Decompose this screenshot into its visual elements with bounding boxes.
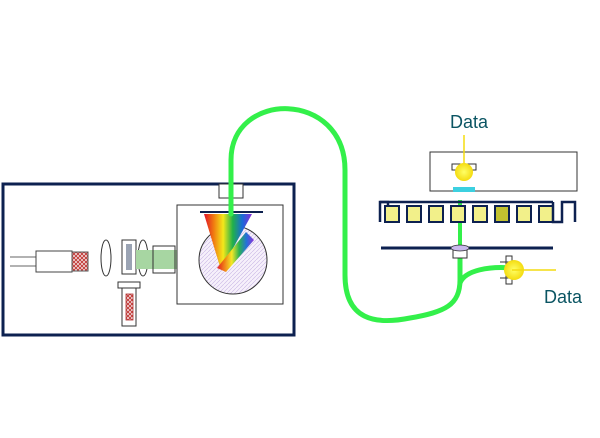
beam-entrance-slit (152, 245, 176, 274)
filter-icon (117, 239, 141, 327)
microplate (378, 200, 577, 224)
data-label-bottom: Data (544, 287, 583, 307)
lamp-icon (10, 250, 89, 273)
top-lens (453, 187, 475, 192)
detector-icon (455, 163, 473, 181)
instrument-housing (1, 182, 296, 337)
top-detector-housing (429, 151, 578, 192)
bottom-detector-icon (500, 255, 556, 285)
bottom-lens (450, 244, 470, 252)
dispersed-spectrum (204, 214, 252, 270)
data-label-top: Data (450, 112, 489, 132)
rainbow-reflection (217, 232, 254, 272)
